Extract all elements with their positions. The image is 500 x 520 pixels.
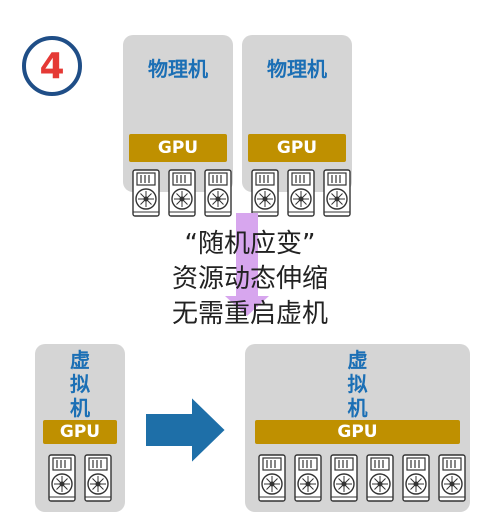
gpu-card-icon (167, 169, 197, 217)
vm-title-char: 拟 (347, 372, 368, 396)
gpu-bar: GPU (248, 134, 346, 162)
virtual-machine-large-box: 虚 拟 机 GPU (245, 344, 470, 512)
gpu-card-icon (257, 454, 287, 502)
right-arrow-icon (144, 393, 228, 467)
vm-title-char: 拟 (70, 372, 90, 396)
step-number-badge: 4 (22, 36, 82, 96)
gpu-bar: GPU (129, 134, 227, 162)
gpu-card-icon (203, 169, 233, 217)
physical-machine-title: 物理机 (267, 57, 327, 81)
gpu-card-icon (131, 169, 161, 217)
vm-title-char: 机 (347, 396, 368, 420)
gpu-card-group (257, 454, 467, 502)
gpu-card-group (131, 169, 233, 217)
gpu-card-icon (286, 169, 316, 217)
gpu-card-icon (250, 169, 280, 217)
gpu-card-icon (293, 454, 323, 502)
gpu-card-icon (322, 169, 352, 217)
down-arrow-shaft (236, 213, 258, 307)
caption-line-2: 资源动态伸缩 (171, 264, 328, 294)
gpu-card-group (47, 454, 113, 502)
virtual-machine-title: 虚 拟 机 (35, 348, 125, 420)
gpu-card-icon (437, 454, 467, 502)
down-arrow-icon (225, 296, 269, 316)
vm-title-char: 虚 (70, 348, 90, 372)
physical-machine-box-2: 物理机 GPU (242, 35, 352, 217)
caption-line-3: 无需重启虚机 (171, 299, 328, 329)
gpu-bar: GPU (255, 420, 460, 444)
virtual-machine-title: 虚 拟 机 (245, 348, 470, 420)
gpu-card-icon (365, 454, 395, 502)
step-number: 4 (39, 45, 65, 87)
vm-title-char: 虚 (347, 348, 368, 372)
gpu-card-icon (401, 454, 431, 502)
virtual-machine-small-box: 虚 拟 机 GPU (35, 344, 125, 512)
gpu-card-icon (83, 454, 113, 502)
gpu-card-group (250, 169, 352, 217)
vm-title-char: 机 (70, 396, 90, 420)
caption-line-1: “随机应变” (184, 229, 316, 259)
gpu-bar: GPU (43, 420, 117, 444)
gpu-card-icon (329, 454, 359, 502)
physical-machine-box-1: 物理机 GPU (123, 35, 233, 217)
gpu-card-icon (47, 454, 77, 502)
physical-machine-title: 物理机 (148, 57, 208, 81)
